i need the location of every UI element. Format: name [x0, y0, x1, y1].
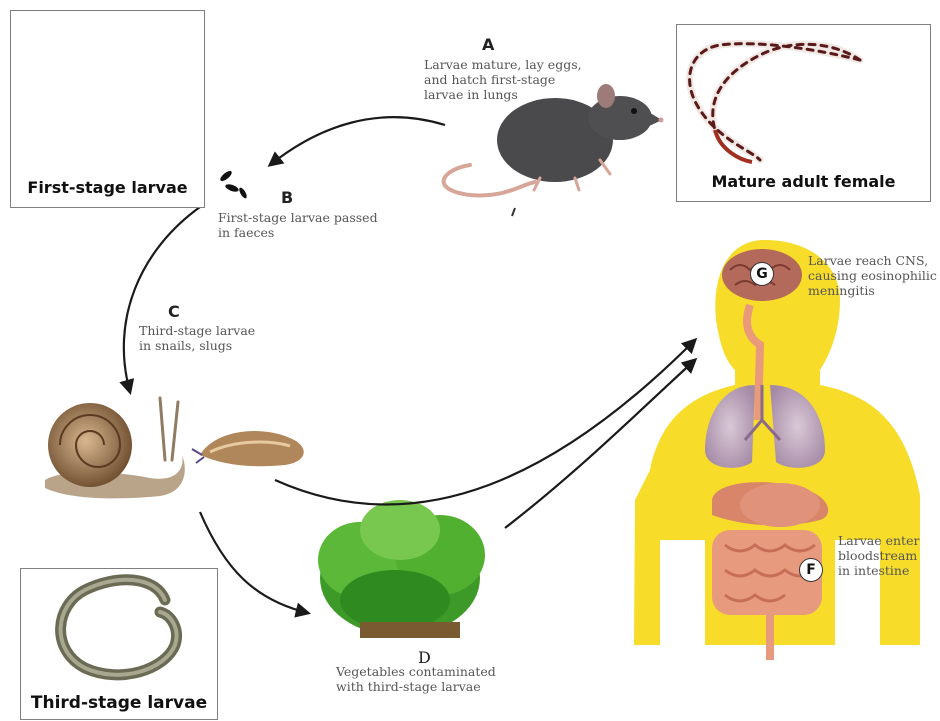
- step-a-letter: A: [482, 35, 494, 54]
- step-c-letter: C: [168, 302, 180, 321]
- mature-adult-female-panel: Mature adult female: [676, 24, 931, 202]
- snail-image: [45, 398, 185, 498]
- step-g-badge: G: [750, 262, 774, 286]
- first-stage-larvae-caption: First-stage larvae: [11, 178, 204, 197]
- step-f-text: Larvae enter bloodstream in intestine: [838, 533, 919, 578]
- third-stage-larvae-caption: Third-stage larvae: [21, 693, 217, 713]
- mature-adult-female-caption: Mature adult female: [677, 172, 930, 191]
- faeces-image: [219, 169, 248, 199]
- step-b-letter: B: [281, 188, 293, 207]
- first-stage-larvae-panel: First-stage larvae: [10, 10, 205, 208]
- third-stage-larvae-panel: Third-stage larvae: [20, 568, 218, 720]
- lettuce-image: [318, 500, 485, 638]
- arrow-slug-to-human: [275, 340, 695, 505]
- step-g-text: Larvae reach CNS, causing eosinophilic m…: [808, 253, 937, 298]
- step-b-text: First-stage larvae passed in faeces: [218, 210, 378, 240]
- step-d-text: Vegetables contaminated with third-stage…: [336, 664, 496, 694]
- step-a-text: Larvae mature, lay eggs, and hatch first…: [424, 57, 582, 102]
- step-c-text: Third-stage larvae in snails, slugs: [139, 323, 255, 353]
- human-body-image: [634, 240, 920, 660]
- slug-image: [192, 431, 304, 466]
- rat-image: [444, 84, 664, 216]
- arrow-a-to-b: [270, 117, 445, 165]
- arrow-b-to-c: [124, 207, 200, 392]
- step-f-badge: F: [799, 558, 823, 582]
